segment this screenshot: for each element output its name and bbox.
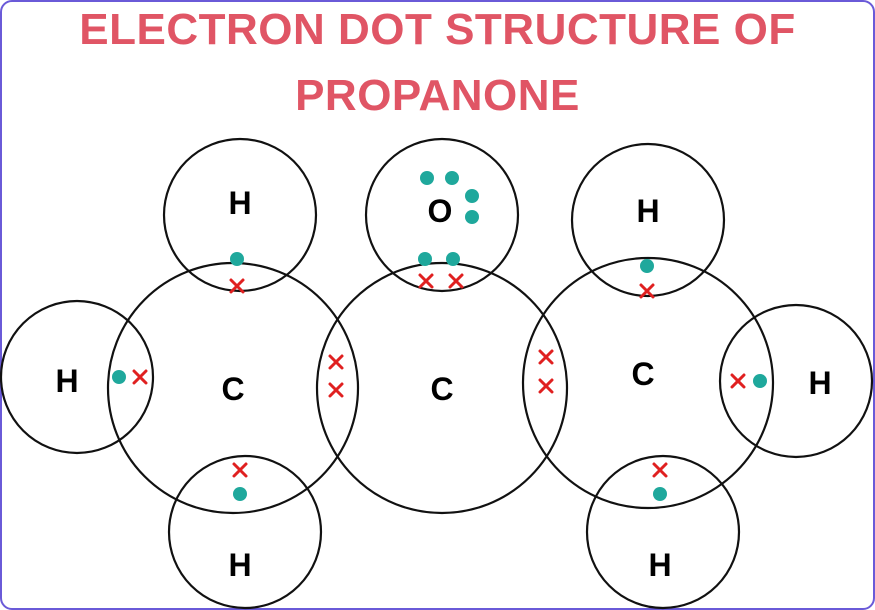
carbon-center-ring xyxy=(315,261,569,515)
top-left-ch-bond-dot-icon xyxy=(230,252,244,266)
carbon-center-symbol: C xyxy=(430,371,453,407)
hydrogen-bottom-right-symbol: H xyxy=(648,547,671,583)
left-cc-bond-cross-icon xyxy=(328,354,344,370)
right-cc-bond-cross-icon xyxy=(538,349,554,365)
carbon-right-symbol: C xyxy=(631,356,654,392)
carbonyl-bond-cross-icon xyxy=(418,273,434,289)
oxygen-lone-pair-dot-icon xyxy=(420,171,434,185)
title-line-2: PROPANONE xyxy=(295,71,580,120)
hydrogen-top-left-symbol: H xyxy=(228,185,251,221)
hydrogen-far-right-symbol: H xyxy=(808,365,831,401)
top-right-ch-bond-dot-icon xyxy=(640,259,654,273)
bottom-left-ch-bond-cross-icon xyxy=(232,462,248,478)
carbonyl-bond-dot-icon xyxy=(418,252,432,266)
far-left-ch-bond-cross-icon xyxy=(132,369,148,385)
bottom-left-ch-bond-dot-icon xyxy=(233,487,247,501)
top-left-ch-bond-cross-icon xyxy=(229,278,245,294)
electron-crosses xyxy=(132,273,746,478)
hydrogen-far-left-symbol: H xyxy=(55,363,78,399)
hydrogen-top-right-symbol: H xyxy=(636,193,659,229)
top-right-ch-bond-cross-icon xyxy=(639,283,655,299)
oxygen-lone-pair-dot-icon xyxy=(445,171,459,185)
left-cc-bond-cross-icon xyxy=(328,382,344,398)
carbonyl-bond-dot-icon xyxy=(446,252,460,266)
hydrogen-bottom-left-symbol: H xyxy=(228,547,251,583)
far-right-ch-bond-cross-icon xyxy=(730,373,746,389)
title-line-1: ELECTRON DOT STRUCTURE OF xyxy=(79,5,796,54)
hydrogen-bottom-left-ring xyxy=(167,454,323,610)
carbon-left-symbol: C xyxy=(221,371,244,407)
bottom-right-ch-bond-cross-icon xyxy=(652,462,668,478)
right-cc-bond-cross-icon xyxy=(538,378,554,394)
hydrogen-far-left-ring xyxy=(0,299,155,455)
bottom-right-ch-bond-dot-icon xyxy=(653,487,667,501)
oxygen-symbol: O xyxy=(428,193,453,229)
oxygen-lone-pair-dot-icon xyxy=(465,189,479,203)
oxygen-top-ring xyxy=(364,137,520,293)
hydrogen-top-right-ring xyxy=(570,142,726,298)
hydrogen-far-right-ring xyxy=(718,303,874,459)
far-right-ch-bond-dot-icon xyxy=(753,374,767,388)
carbon-right-ring xyxy=(521,256,775,510)
carbonyl-bond-cross-icon xyxy=(448,273,464,289)
oxygen-lone-pair-dot-icon xyxy=(465,210,479,224)
electron-dots xyxy=(112,171,767,501)
far-left-ch-bond-dot-icon xyxy=(112,370,126,384)
hydrogen-bottom-right-ring xyxy=(585,454,741,610)
